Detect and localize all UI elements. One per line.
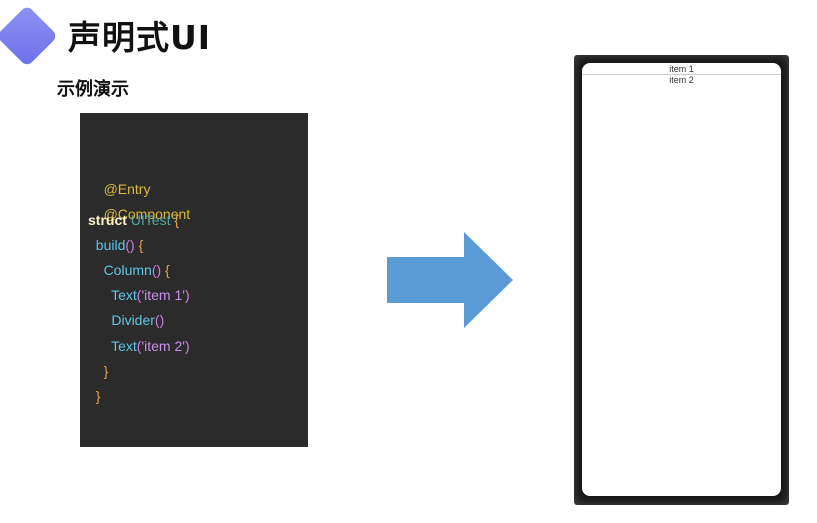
item2-string: 'item 2' [141, 338, 185, 354]
struct-name: UITest [130, 212, 171, 228]
preview-item-2: item 2 [669, 75, 694, 85]
code-line-divider: Divider() [88, 310, 164, 330]
right-arrow-icon [387, 232, 513, 328]
column-parens: () [151, 262, 162, 278]
code-panel: @Entry @Component struct UITest { build(… [80, 113, 308, 447]
divider-parens: () [154, 312, 165, 328]
text1-paren-close: ) [184, 287, 190, 303]
code-line-text-2: Text('item 2') [88, 336, 190, 356]
component-decorator: @Component [103, 206, 191, 222]
text-fn-2: Text [111, 338, 137, 354]
page-title: 声明式UI [68, 18, 212, 57]
code-line-build: build() { [88, 235, 144, 255]
column-close-brace: } [103, 363, 109, 379]
column-fn: Column [103, 262, 152, 278]
item1-string: 'item 1' [141, 287, 185, 303]
divider-fn: Divider [111, 312, 155, 328]
text2-paren-close: ) [184, 338, 190, 354]
diamond-logo-icon [0, 4, 59, 68]
text2-paren-open: ( [136, 338, 142, 354]
build-fn: build [95, 237, 126, 253]
code-line-close-column: } [88, 361, 109, 381]
phone-mockup: item 1 item 2 [574, 55, 789, 505]
preview-item-1: item 1 [669, 64, 694, 74]
code-line-struct: struct UITest { [88, 210, 179, 230]
section-subtitle: 示例演示 [57, 79, 129, 100]
build-close-brace: } [95, 388, 101, 404]
code-line-column: Column() { [88, 260, 170, 280]
code-line-entry: @Entry [88, 159, 151, 197]
struct-brace: { [170, 212, 180, 228]
column-brace: { [161, 262, 170, 278]
entry-decorator: @Entry [103, 181, 151, 197]
code-line-close-build: } [88, 386, 101, 406]
phone-screen: item 1 item 2 [582, 63, 781, 496]
text-fn-1: Text [111, 287, 137, 303]
text1-paren-open: ( [136, 287, 142, 303]
build-parens: () [125, 237, 135, 253]
code-line-component: @Component [88, 184, 191, 222]
struct-keyword: struct [88, 212, 127, 228]
build-brace: { [134, 237, 144, 253]
preview-divider [582, 74, 781, 75]
code-line-text-1: Text('item 1') [88, 285, 190, 305]
